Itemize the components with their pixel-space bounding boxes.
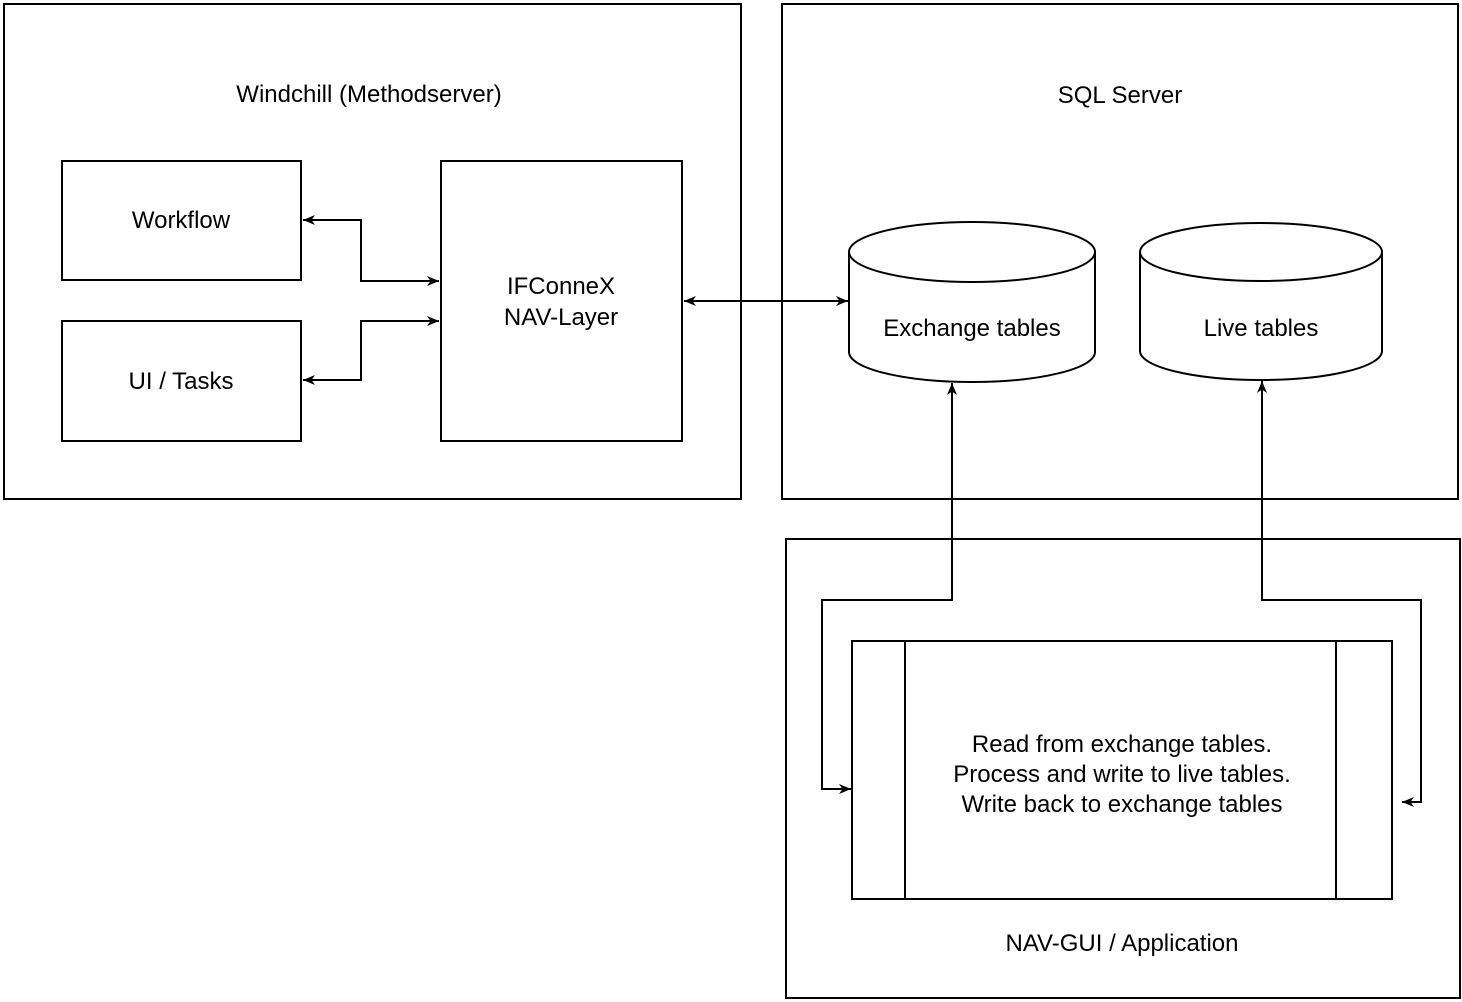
exchange-tables-label: Exchange tables — [883, 315, 1060, 342]
edges — [303, 215, 1422, 807]
exchange-cylinder-body — [848, 221, 1096, 383]
arrow-workflow-ifconnex — [303, 215, 439, 286]
live-cylinder-top-rim — [1139, 251, 1383, 282]
arrow-exchange-tables-process — [821, 383, 957, 794]
workflow-label: Workflow — [132, 207, 231, 234]
process-box: Read from exchange tables. Process and w… — [851, 640, 1393, 900]
arrow-live-tables-process — [1257, 381, 1422, 807]
ifconnex-label-line2: NAV-Layer — [504, 304, 618, 331]
exchange-tables-cylinder: Exchange tables — [848, 221, 1096, 383]
live-tables-label: Live tables — [1204, 315, 1319, 342]
process-text-line1: Read from exchange tables. — [972, 731, 1272, 758]
windchill-container: Windchill (Methodserver) Workflow UI / T… — [3, 3, 742, 500]
ui-tasks-box — [61, 320, 302, 442]
windchill-title: Windchill (Methodserver) — [236, 81, 501, 108]
exchange-cylinder-top-rim — [848, 251, 1096, 283]
process-text-line2: Process and write to live tables. — [953, 761, 1291, 788]
workflow-box — [61, 160, 302, 281]
ifconnex-label-line1: IFConneX — [507, 273, 615, 300]
nav-gui-title: NAV-GUI / Application — [1006, 930, 1239, 957]
ui-tasks-label: UI / Tasks — [129, 368, 234, 395]
sql-server-title: SQL Server — [1058, 82, 1183, 109]
live-tables-cylinder: Live tables — [1139, 222, 1383, 381]
process-text-line3: Write back to exchange tables — [961, 791, 1282, 818]
ifconnex-nav-layer-box — [440, 160, 683, 442]
sql-server-container: SQL Server Exchange tables Live tables — [781, 3, 1459, 500]
nav-gui-container: NAV-GUI / Application Read from exchange… — [785, 538, 1461, 999]
arrow-ui-tasks-ifconnex — [303, 316, 439, 385]
live-cylinder-body — [1139, 222, 1383, 381]
